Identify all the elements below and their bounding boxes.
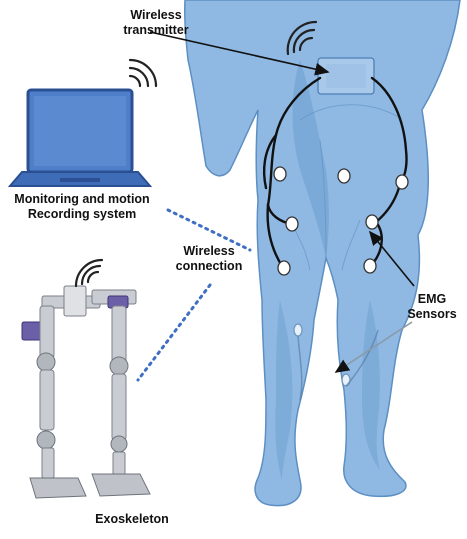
label-line: Wireless [164,244,254,259]
laptop-icon [10,90,150,186]
exoskeleton-icon [22,286,150,498]
label-exoskeleton: Exoskeleton [86,512,178,527]
sensor-left-shin [294,324,302,336]
wifi-icon [130,60,156,86]
sensor-center [338,169,350,183]
label-line: EMG [402,292,462,307]
sensor-right-hip [396,175,408,189]
label-wireless-transmitter: Wireless transmitter [106,8,206,38]
label-line: Monitoring and motion [4,192,160,207]
label-line: Sensors [402,307,462,322]
label-line: transmitter [106,23,206,38]
label-line: Wireless [106,8,206,23]
label-line: Recording system [4,207,160,222]
label-wireless-connection: Wireless connection [164,244,254,274]
label-emg-sensors: EMG Sensors [402,292,462,322]
sensor-right-shin [342,374,350,386]
transmitter-icon [318,58,374,94]
sensor-right-thigh [366,215,378,229]
sensor-left-hip [274,167,286,181]
label-monitoring-system: Monitoring and motion Recording system [4,192,160,222]
sensor-right-knee [364,259,376,273]
sensor-left-knee [278,261,290,275]
wifi-icon [76,260,102,286]
label-line: connection [164,259,254,274]
wireless-link-exoskeleton [138,285,210,380]
sensor-left-thigh-inner [286,217,298,231]
